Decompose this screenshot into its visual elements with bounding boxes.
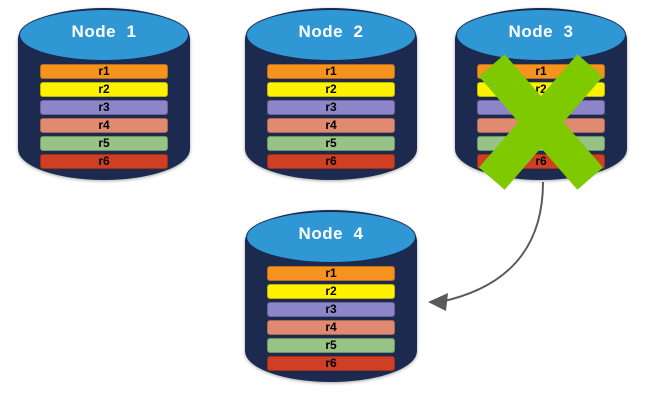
row-r3: r3: [267, 100, 395, 115]
arrow-head-icon: [428, 293, 448, 311]
row-r5: r5: [477, 136, 605, 151]
row-r4: r4: [477, 118, 605, 133]
row-r5: r5: [40, 136, 168, 151]
row-r2: r2: [267, 82, 395, 97]
node-2-top-disc: [246, 9, 416, 61]
row-r6: r6: [267, 154, 395, 169]
row-r5: r5: [267, 338, 395, 353]
node-2-rows: r1 r2 r3 r4 r5 r6: [267, 64, 395, 172]
node-2[interactable]: Node 2 r1 r2 r3 r4 r5 r6: [245, 8, 417, 180]
arrow-path: [439, 181, 544, 303]
row-r4: r4: [267, 118, 395, 133]
row-r4: r4: [267, 320, 395, 335]
row-r3: r3: [40, 100, 168, 115]
row-r1: r1: [267, 64, 395, 79]
row-r1: r1: [40, 64, 168, 79]
node-2-title: Node 2: [298, 22, 364, 41]
node-1-rows: r1 r2 r3 r4 r5 r6: [40, 64, 168, 172]
node-3-title: Node 3: [508, 22, 574, 41]
node-1-top-disc: [19, 9, 189, 61]
node-4-title: Node 4: [298, 224, 364, 243]
row-r5: r5: [267, 136, 395, 151]
row-r3: r3: [477, 100, 605, 115]
row-r6: r6: [40, 154, 168, 169]
node-4-top-disc: [246, 211, 416, 263]
row-r6: r6: [477, 154, 605, 169]
node-3[interactable]: Node 3 r1 r2 r3 r4 r5 r6: [455, 8, 627, 190]
node-1-title: Node 1: [71, 22, 137, 41]
row-r4: r4: [40, 118, 168, 133]
row-r6: r6: [267, 356, 395, 371]
row-r1: r1: [267, 266, 395, 281]
row-r2: r2: [40, 82, 168, 97]
row-r2: r2: [267, 284, 395, 299]
node-1[interactable]: Node 1 r1 r2 r3 r4 r5 r6: [18, 8, 190, 180]
node-4-rows: r1 r2 r3 r4 r5 r6: [267, 266, 395, 374]
row-r2: r2: [477, 82, 605, 97]
node-4[interactable]: Node 4 r1 r2 r3 r4 r5 r6: [245, 210, 417, 382]
node-3-rows: r1 r2 r3 r4 r5 r6: [477, 64, 605, 172]
row-r3: r3: [267, 302, 395, 317]
row-r1: r1: [477, 64, 605, 79]
